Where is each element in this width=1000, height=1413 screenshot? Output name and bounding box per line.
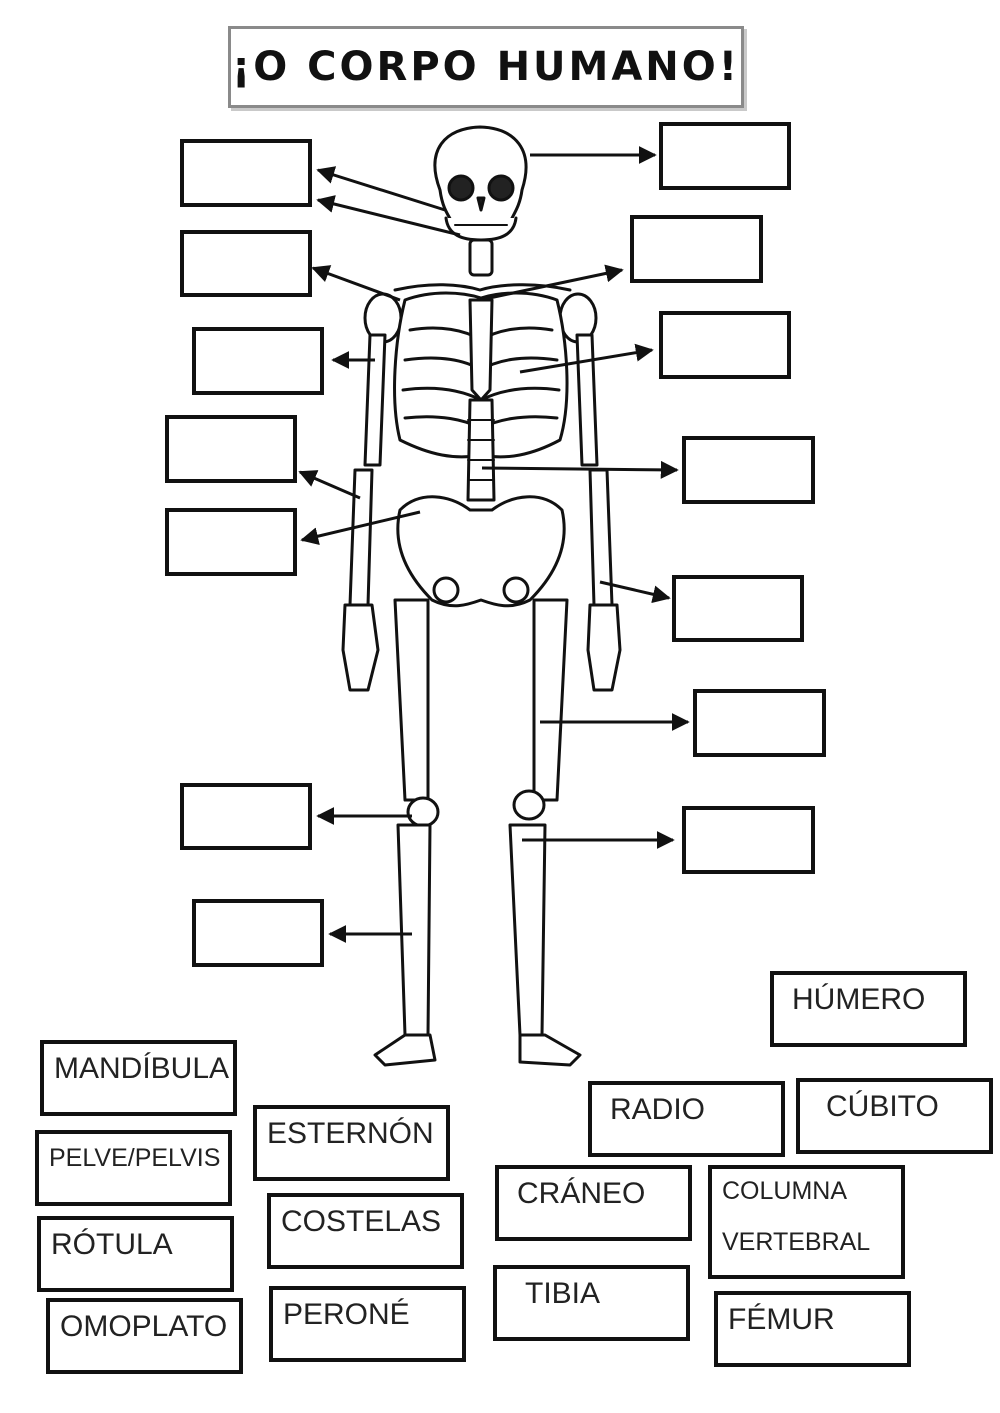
answer-box-left-1[interactable]	[180, 139, 312, 207]
word-tile-radio[interactable]: RADIO	[588, 1081, 785, 1157]
answer-box-right-3[interactable]	[659, 311, 791, 379]
word-label: RÓTULA	[51, 1228, 173, 1261]
title-box: ¡O CORPO HUMANO!	[228, 26, 744, 108]
answer-box-left-7[interactable]	[192, 899, 324, 967]
answer-box-right-1[interactable]	[659, 122, 791, 190]
word-label: FÉMUR	[728, 1303, 835, 1336]
word-tile-omoplato[interactable]: OMOPLATO	[46, 1298, 243, 1374]
word-label: PERONÉ	[283, 1298, 410, 1331]
answer-box-left-3[interactable]	[192, 327, 324, 395]
word-label-line-1: COLUMNA	[722, 1177, 848, 1205]
answer-box-left-5[interactable]	[165, 508, 297, 576]
word-tile-pelve[interactable]: PELVE/PELVIS	[35, 1130, 232, 1206]
word-label: HÚMERO	[792, 983, 926, 1016]
word-tile-craneo[interactable]: CRÁNEO	[495, 1165, 692, 1241]
page-title: ¡O CORPO HUMANO!	[231, 44, 741, 90]
answer-box-left-2[interactable]	[180, 230, 312, 297]
answer-box-left-6[interactable]	[180, 783, 312, 850]
word-tile-rotula[interactable]: RÓTULA	[37, 1216, 234, 1292]
answer-box-right-4[interactable]	[682, 436, 815, 504]
word-label: CRÁNEO	[517, 1177, 646, 1210]
answer-box-right-2[interactable]	[630, 215, 763, 283]
word-label: COSTELAS	[281, 1205, 442, 1238]
word-tile-tibia[interactable]: TIBIA	[493, 1265, 690, 1341]
word-label-line-2: VERTEBRAL	[722, 1228, 871, 1256]
word-tile-columna-vertebral[interactable]: COLUMNA VERTEBRAL	[708, 1165, 905, 1279]
word-tile-cubito[interactable]: CÚBITO	[796, 1078, 993, 1154]
word-label: PELVE/PELVIS	[49, 1144, 221, 1172]
answer-box-left-4[interactable]	[165, 415, 297, 483]
answer-box-right-5[interactable]	[672, 575, 804, 642]
word-label: ESTERNÓN	[267, 1117, 434, 1150]
word-label: OMOPLATO	[60, 1310, 228, 1343]
answer-box-right-7[interactable]	[682, 806, 815, 874]
word-tile-esternon[interactable]: ESTERNÓN	[253, 1105, 450, 1181]
word-tile-costelas[interactable]: COSTELAS	[267, 1193, 464, 1269]
word-label: RADIO	[610, 1093, 706, 1126]
word-tile-mandibula[interactable]: MANDÍBULA	[40, 1040, 237, 1116]
word-tile-perone[interactable]: PERONÉ	[269, 1286, 466, 1362]
word-label: TIBIA	[525, 1277, 601, 1310]
answer-box-right-6[interactable]	[693, 689, 826, 757]
word-tile-humero[interactable]: HÚMERO	[770, 971, 967, 1047]
word-label: CÚBITO	[826, 1090, 939, 1123]
word-tile-femur[interactable]: FÉMUR	[714, 1291, 911, 1367]
word-label: MANDÍBULA	[54, 1052, 230, 1085]
